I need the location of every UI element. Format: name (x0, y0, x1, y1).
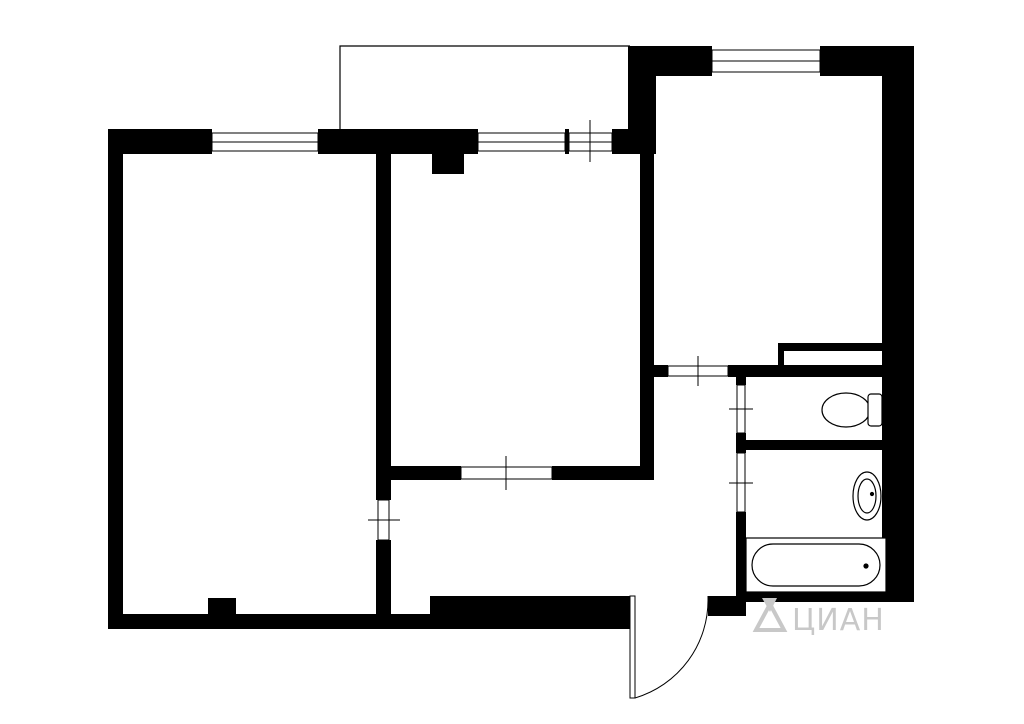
walls (108, 46, 914, 629)
doors (368, 356, 753, 699)
balcony-door (568, 120, 613, 162)
window-right-room (711, 49, 821, 73)
windows (211, 49, 821, 162)
watermark-text: ЦИАН (792, 603, 885, 638)
door-right-room (667, 356, 729, 386)
watermark: ЦИАН (752, 598, 885, 638)
entrance-door (629, 595, 709, 699)
window-left-room (211, 132, 319, 152)
door-middle-room (460, 456, 553, 490)
bathtub-fixture (745, 537, 887, 593)
cian-logo (752, 598, 788, 632)
balcony (339, 45, 630, 130)
window-middle-room (477, 132, 566, 152)
door-bathroom (729, 452, 753, 513)
door-toilet (729, 384, 753, 434)
toilet-fixture (821, 392, 883, 428)
sink-fixture (852, 471, 882, 521)
door-left-room (368, 499, 400, 541)
